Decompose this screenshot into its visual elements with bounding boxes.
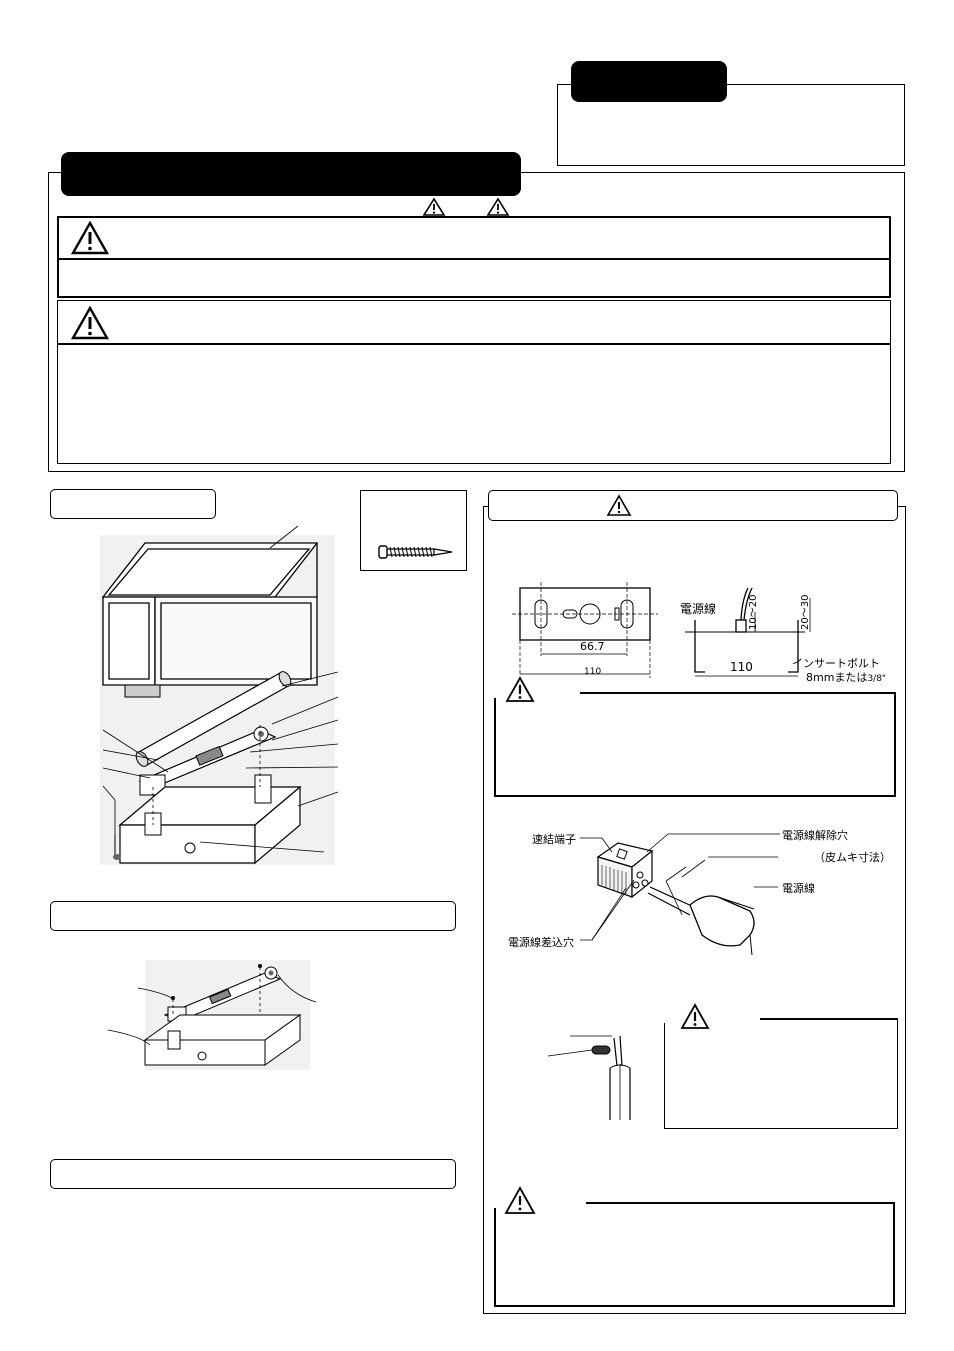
caution-triangle-icon	[680, 1003, 710, 1029]
caution-box-b	[664, 1018, 898, 1129]
caution-box-b-topline	[760, 1018, 898, 1020]
caution-triangle-icon	[505, 676, 535, 702]
section-header-3	[50, 1159, 456, 1189]
accessory-screw-box	[360, 490, 467, 571]
safety-title-bar	[61, 152, 521, 196]
warning-box-divider	[57, 258, 891, 260]
mount-dim-110-b: 110	[730, 660, 753, 674]
caution-box-divider	[57, 343, 891, 345]
mount-dim-66-7: 66.7	[580, 640, 605, 653]
insert-bolt-size: 8mmまたは3/8"	[806, 669, 886, 685]
caution-box-b-tab	[664, 1005, 760, 1023]
caution-box-a-topline	[580, 692, 896, 694]
caution-triangle-icon	[70, 305, 110, 340]
caution-box	[57, 300, 891, 464]
mount-label-power-wire: 電源線	[680, 602, 717, 616]
exploded-parts-diagram	[100, 535, 335, 865]
insert-hole-label: 電源線差込穴	[508, 936, 574, 949]
socket-assembly-diagram	[143, 960, 310, 1070]
caution-triangle-icon	[504, 1186, 536, 1214]
warning-triangle-icon	[606, 494, 632, 516]
quick-connector-diagram	[596, 842, 755, 956]
release-hole-label: 電源線解除穴	[782, 829, 848, 842]
screw-icon	[378, 545, 453, 559]
parts-header	[50, 489, 216, 519]
caution-box-c-topline	[586, 1202, 895, 1204]
cover-box	[101, 542, 319, 686]
mounting-bracket-diagram	[512, 582, 811, 678]
strip-length-label: （皮ムキ寸法）	[814, 851, 891, 864]
caution-box-c	[494, 1202, 895, 1307]
wire-diagram	[547, 1035, 631, 1120]
insert-bolt-size-text: 8mmまたは	[806, 671, 868, 684]
section-header-2	[50, 901, 456, 931]
insert-bolt-fraction: 3/8"	[867, 674, 887, 684]
power-wire-label: 電源線	[782, 882, 815, 895]
warning-triangle-icon	[422, 197, 446, 216]
insert-bolt-label: インサートボルト	[792, 657, 880, 670]
note-title-bar	[571, 61, 727, 102]
warning-triangle-icon	[70, 220, 110, 255]
installation-header	[488, 490, 898, 521]
caution-triangle-icon	[486, 197, 510, 216]
warning-box	[57, 216, 891, 298]
note-box	[557, 84, 905, 166]
mount-dim-110-a: 110	[584, 667, 602, 677]
quick-terminal-label: 速結端子	[532, 833, 576, 846]
lamp-tube	[135, 671, 292, 767]
